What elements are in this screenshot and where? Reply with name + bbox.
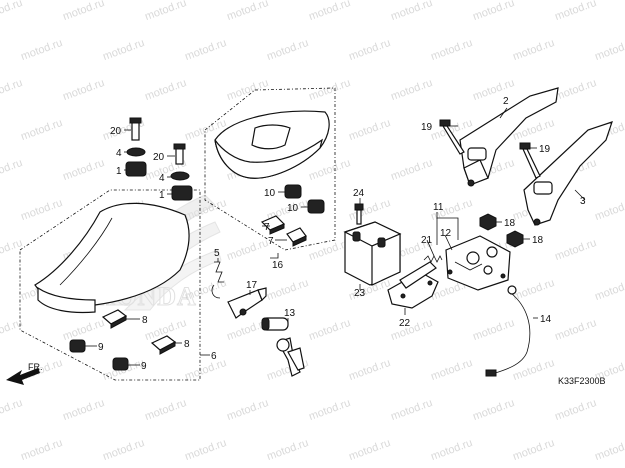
bolt-19-b	[519, 142, 541, 179]
callout-10b: 10	[287, 203, 299, 214]
rubber-9-a	[69, 339, 86, 353]
bolt-stack-right	[170, 143, 193, 201]
rider-seat	[34, 202, 190, 314]
callout-8b: 8	[184, 339, 190, 350]
callout-12: 12	[440, 228, 452, 239]
callout-14: 14	[540, 314, 552, 325]
callout-8a: 8	[142, 315, 148, 326]
callout-20b: 20	[153, 152, 165, 163]
callout-18b: 18	[532, 235, 544, 246]
diagram-code: K33F2300B	[558, 376, 606, 386]
bolt-19-a	[439, 119, 465, 155]
pad-8-b	[150, 335, 177, 355]
seat-latch-17	[227, 287, 267, 319]
pillion-cowl	[214, 110, 330, 179]
callout-9b: 9	[141, 361, 147, 372]
grab-rail-2	[459, 87, 559, 187]
callout-6: 6	[211, 351, 217, 362]
callout-4b: 4	[159, 173, 165, 184]
damper-10-b	[307, 199, 325, 214]
nut-18-b	[506, 230, 524, 248]
bolt-24	[354, 203, 364, 225]
bracket-22	[387, 261, 439, 309]
grab-rail-3	[523, 121, 613, 226]
direction-label: FR.	[28, 362, 43, 372]
callout-23: 23	[354, 288, 366, 299]
callout-7a: 7	[264, 222, 270, 233]
callout-5: 5	[214, 248, 220, 259]
callout-7b: 7	[268, 236, 274, 247]
callout-10a: 10	[264, 188, 276, 199]
latch-plate-12	[445, 235, 511, 291]
callout-labels: 20 4 1 20 4 1 10 10 7 7 16 8 8 9 9 6 5 1…	[98, 96, 586, 372]
nut-18-a	[479, 213, 497, 231]
clip-7-b	[286, 227, 307, 247]
callout-19b: 19	[539, 144, 551, 155]
callout-2: 2	[503, 96, 509, 107]
spring-clip-5	[211, 261, 224, 299]
callout-13: 13	[284, 308, 296, 319]
callout-4a: 4	[116, 148, 122, 159]
callout-1b: 1	[159, 190, 165, 201]
front-direction-arrow: FR.	[6, 362, 43, 385]
callout-20a: 20	[110, 126, 122, 137]
callout-24: 24	[353, 188, 365, 199]
clip-7-a	[260, 215, 286, 235]
rubber-9-b	[112, 357, 129, 371]
group-outline-16	[204, 87, 336, 251]
callout-22: 22	[399, 318, 411, 329]
leader-lines	[85, 107, 586, 366]
bolt-stack-left	[125, 117, 147, 177]
callout-21: 21	[421, 235, 433, 246]
key-lock-13	[261, 317, 305, 377]
callout-19a: 19	[421, 122, 433, 133]
damper-10-a	[284, 184, 302, 199]
callout-18a: 18	[504, 218, 516, 229]
bracket-23	[343, 221, 402, 286]
callout-16: 16	[272, 260, 284, 271]
callout-9a: 9	[98, 342, 104, 353]
pad-8-a	[101, 309, 128, 329]
callout-3: 3	[580, 196, 586, 207]
callout-11: 11	[433, 202, 444, 213]
spring-21	[423, 255, 443, 263]
callout-17: 17	[246, 280, 258, 291]
callout-1a: 1	[116, 166, 122, 177]
release-cable-14	[485, 285, 531, 377]
